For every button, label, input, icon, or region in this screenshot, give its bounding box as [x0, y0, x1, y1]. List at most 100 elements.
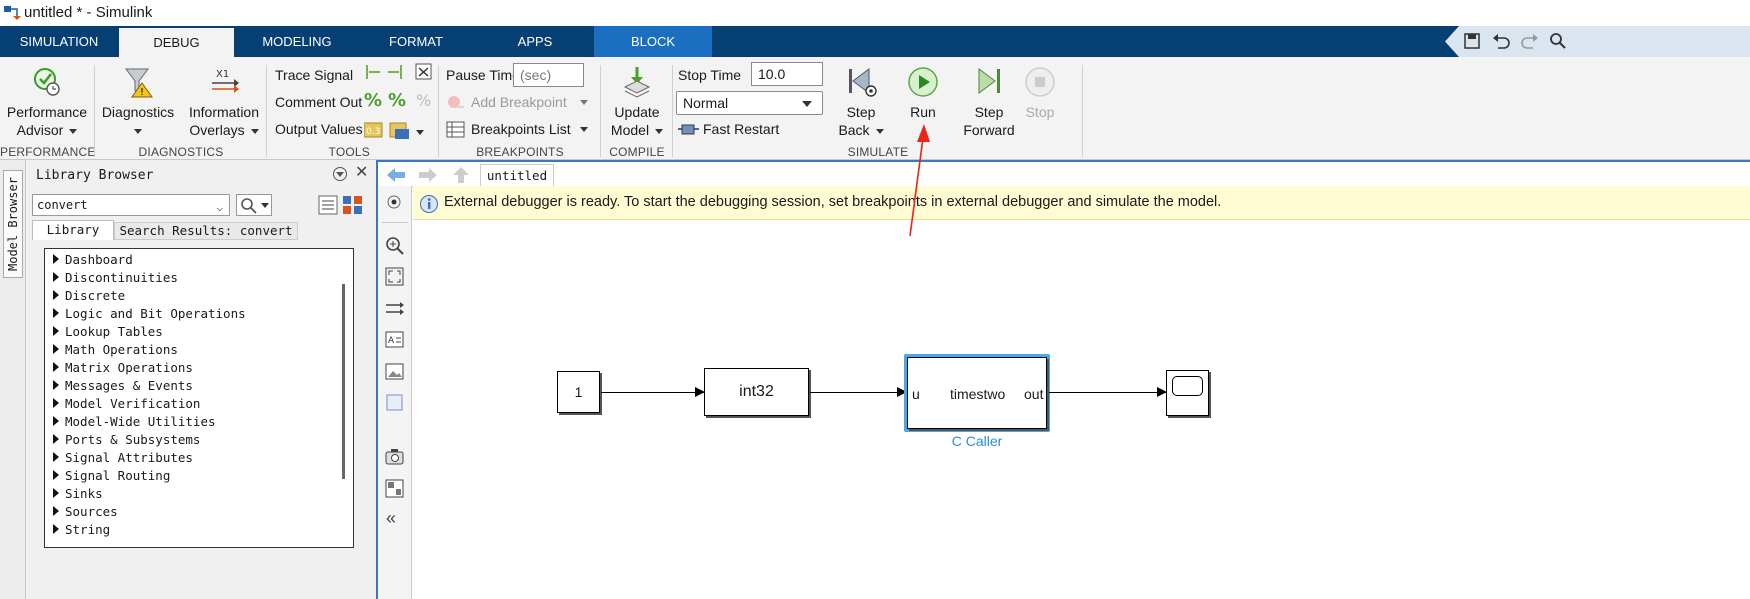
- screenshot-icon[interactable]: [385, 447, 405, 467]
- expand-triangle-icon[interactable]: [53, 398, 59, 408]
- expand-triangle-icon[interactable]: [53, 452, 59, 462]
- library-tree-item[interactable]: Discrete: [53, 288, 125, 303]
- data-type-conversion-block[interactable]: int32: [704, 368, 809, 416]
- chevron-down-icon[interactable]: [580, 100, 588, 105]
- tab-search-results[interactable]: Search Results: convert: [114, 222, 298, 240]
- constant-block[interactable]: 1: [557, 371, 600, 413]
- output-values-label[interactable]: Output Values: [275, 121, 363, 137]
- fast-restart-button[interactable]: Fast Restart: [703, 121, 780, 137]
- library-tree-item[interactable]: Messages & Events: [53, 378, 193, 393]
- library-tree-item[interactable]: Logic and Bit Operations: [53, 306, 246, 321]
- search-icon[interactable]: [1549, 32, 1567, 50]
- expand-triangle-icon[interactable]: [53, 488, 59, 498]
- tab-untitled[interactable]: untitled: [480, 164, 554, 188]
- library-tree-item[interactable]: Ports & Subsystems: [53, 432, 200, 447]
- signal-line[interactable]: [810, 392, 906, 393]
- tab-apps[interactable]: APPS: [517, 34, 553, 49]
- step-back-button[interactable]: Step Back: [836, 65, 886, 139]
- zoom-icon[interactable]: [385, 236, 405, 256]
- run-icon: [908, 67, 938, 97]
- collapse-icon[interactable]: «: [386, 508, 397, 528]
- expand-triangle-icon[interactable]: [53, 524, 59, 534]
- stop-time-input[interactable]: 10.0: [751, 62, 823, 86]
- library-tree-item[interactable]: String: [53, 522, 110, 537]
- undo-icon[interactable]: [1491, 32, 1511, 50]
- scope-block[interactable]: [1166, 370, 1209, 416]
- performance-advisor-button[interactable]: Performance Advisor: [2, 65, 92, 139]
- breakpoints-list-button[interactable]: Breakpoints List: [471, 121, 571, 137]
- library-tree-item[interactable]: Model Verification: [53, 396, 200, 411]
- library-tree-item[interactable]: Signal Attributes: [53, 450, 193, 465]
- tab-modeling[interactable]: MODELING: [262, 34, 332, 49]
- back-arrow-icon[interactable]: [386, 167, 406, 183]
- expand-triangle-icon[interactable]: [53, 434, 59, 444]
- library-tree-item[interactable]: Discontinuities: [53, 270, 178, 285]
- annotation-icon[interactable]: A: [385, 330, 405, 350]
- signal-line[interactable]: [1049, 392, 1166, 393]
- expand-triangle-icon[interactable]: [53, 362, 59, 372]
- expand-triangle-icon[interactable]: [53, 308, 59, 318]
- tab-library[interactable]: Library: [32, 220, 114, 240]
- c-caller-name[interactable]: C Caller: [951, 433, 1003, 449]
- expand-triangle-icon[interactable]: [53, 380, 59, 390]
- add-breakpoint-button[interactable]: Add Breakpoint: [471, 94, 567, 110]
- hide-show-icon[interactable]: [386, 194, 402, 210]
- panel-menu-icon[interactable]: [332, 166, 348, 182]
- pause-time-input[interactable]: (sec): [513, 63, 584, 87]
- signal-line[interactable]: [601, 392, 705, 393]
- area-icon[interactable]: [385, 393, 405, 413]
- expand-triangle-icon[interactable]: [53, 290, 59, 300]
- divider: [266, 65, 267, 157]
- tab-block[interactable]: BLOCK: [594, 26, 712, 57]
- library-tree-item[interactable]: Dashboard: [53, 252, 133, 267]
- image-icon[interactable]: [385, 362, 405, 382]
- simulation-mode-select[interactable]: Normal: [676, 91, 823, 115]
- grid-view-icon[interactable]: [342, 195, 364, 215]
- expand-triangle-icon[interactable]: [53, 344, 59, 354]
- expand-triangle-icon[interactable]: [53, 254, 59, 264]
- information-overlays-button[interactable]: X1 Information Overlays: [184, 65, 264, 139]
- library-tree-item[interactable]: Matrix Operations: [53, 360, 193, 375]
- model-canvas[interactable]: External debugger is ready. To start the…: [413, 186, 1750, 599]
- library-tree-item[interactable]: Model-Wide Utilities: [53, 414, 216, 429]
- expand-triangle-icon[interactable]: [53, 272, 59, 282]
- chevron-down-icon[interactable]: [580, 127, 588, 132]
- fit-to-view-icon[interactable]: [385, 267, 405, 287]
- library-search-input[interactable]: convert ⌵: [32, 194, 230, 216]
- model-explorer-icon[interactable]: [385, 479, 405, 499]
- model-browser-tab[interactable]: Model Browser: [3, 170, 23, 278]
- route-lines-icon[interactable]: [385, 299, 405, 319]
- diagnostics-label: Diagnostics: [101, 104, 175, 120]
- svg-text:X1: X1: [216, 69, 229, 80]
- tab-simulation[interactable]: SIMULATION: [19, 34, 99, 49]
- library-tree-item[interactable]: Math Operations: [53, 342, 178, 357]
- info-icon: [420, 195, 438, 213]
- library-tree-item[interactable]: Sources: [53, 504, 118, 519]
- stop-button[interactable]: Stop: [1020, 65, 1060, 121]
- scrollbar-thumb[interactable]: [342, 284, 345, 479]
- expand-triangle-icon[interactable]: [53, 326, 59, 336]
- trace-signal-label[interactable]: Trace Signal: [275, 67, 354, 83]
- comment-out-label[interactable]: Comment Out: [275, 94, 363, 110]
- run-button[interactable]: Run: [900, 65, 946, 121]
- library-search-button[interactable]: [236, 194, 272, 216]
- diagnostics-button[interactable]: ! Diagnostics: [100, 65, 176, 139]
- tab-debug[interactable]: DEBUG: [119, 28, 234, 57]
- list-view-icon[interactable]: [318, 195, 338, 215]
- section-tools: TOOLS: [328, 145, 370, 159]
- close-icon[interactable]: ✕: [355, 164, 369, 181]
- library-tree-item[interactable]: Signal Routing: [53, 468, 170, 483]
- expand-triangle-icon[interactable]: [53, 416, 59, 426]
- redo-icon[interactable]: [1520, 32, 1540, 50]
- forward-arrow-icon[interactable]: [418, 167, 438, 183]
- update-model-button[interactable]: Update Model: [604, 65, 670, 139]
- expand-triangle-icon[interactable]: [53, 470, 59, 480]
- up-arrow-icon[interactable]: [452, 166, 470, 184]
- c-caller-block[interactable]: u timestwo out: [907, 357, 1047, 429]
- library-tree-item[interactable]: Lookup Tables: [53, 324, 163, 339]
- step-forward-button[interactable]: Step Forward: [960, 65, 1018, 139]
- tab-format[interactable]: FORMAT: [389, 34, 443, 49]
- expand-triangle-icon[interactable]: [53, 506, 59, 516]
- library-tree-item[interactable]: Sinks: [53, 486, 103, 501]
- save-icon[interactable]: [1463, 32, 1481, 50]
